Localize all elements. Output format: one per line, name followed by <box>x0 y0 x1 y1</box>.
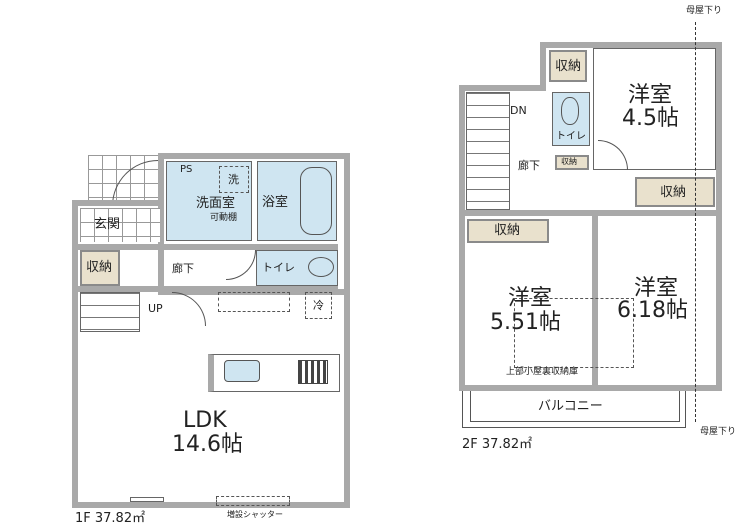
attic-note: 上部小屋裏収納庫 <box>506 367 579 377</box>
hallway-divider <box>78 244 338 250</box>
hallway-divider-bottom <box>78 286 338 292</box>
storage-right-label: 収納 <box>660 185 687 200</box>
storage-small-label: 収納 <box>561 157 577 166</box>
fridge-label: 冷 <box>313 299 324 312</box>
stove-icon <box>298 360 328 384</box>
storage-left <box>467 219 549 243</box>
washer-space <box>219 166 249 193</box>
storage-left-label: 収納 <box>494 223 521 238</box>
roof-note-bottom: 母屋下り <box>700 427 737 437</box>
fridge-space <box>305 292 332 319</box>
shutter-window <box>216 496 290 506</box>
toilet-bowl-icon-2f <box>561 97 579 125</box>
sink-icon <box>224 360 260 382</box>
window-bottom <box>130 497 164 502</box>
ldk-size: 14.6帖 <box>172 432 243 457</box>
floor-2f-label: 2F 37.82㎡ <box>462 437 533 452</box>
balcony-label: バルコニー <box>538 399 603 414</box>
ps-label: PS <box>180 164 193 175</box>
bedroom-6-18-size: 6.18帖 <box>617 298 688 323</box>
toilet-bowl-icon <box>308 257 334 277</box>
stairs-1f <box>80 292 140 332</box>
toilet-2f-label: トイレ <box>556 131 586 142</box>
storage-1f <box>80 250 120 286</box>
bathtub-icon <box>300 167 332 235</box>
dn-label: DN <box>510 104 527 117</box>
storage-right <box>635 177 715 207</box>
attic-storage-outline <box>514 298 634 368</box>
toilet-1f-label: トイレ <box>262 261 295 274</box>
shelf-label: 可動棚 <box>210 213 238 223</box>
stairs-2f <box>466 92 510 210</box>
roof-line <box>695 22 696 422</box>
bathroom-label: 浴室 <box>262 195 289 210</box>
washroom <box>166 161 252 241</box>
ldk-label: LDK <box>183 408 227 433</box>
storage-top <box>549 50 587 82</box>
shutter-note: 増設シャッター <box>227 510 283 519</box>
floor-1f-label: 1F 37.82㎡ <box>75 511 146 526</box>
bedroom-6-18-label: 洋室 <box>634 276 679 301</box>
entrance-label: 玄関 <box>94 217 121 232</box>
bedroom-5-51-label: 洋室 <box>508 286 553 311</box>
storage-small <box>555 155 589 170</box>
bedroom-4-5-size: 4.5帖 <box>622 106 679 131</box>
hallway-1f-label: 廊下 <box>172 262 194 275</box>
porch-tiles <box>88 155 160 205</box>
overhead-cabinet <box>218 292 290 312</box>
hallway-2f-label: 廊下 <box>518 159 540 172</box>
storage-top-label: 収納 <box>555 59 582 74</box>
bedroom-4-5-label: 洋室 <box>628 83 673 108</box>
entrance-tiles <box>80 208 160 242</box>
washer-label: 洗 <box>228 173 239 186</box>
washroom-label: 洗面室 <box>196 196 236 211</box>
bedroom-5-51-size: 5.51帖 <box>490 310 561 335</box>
bedroom-divider <box>592 214 598 386</box>
up-label: UP <box>148 302 163 315</box>
storage-1f-label: 収納 <box>86 260 113 275</box>
hall-floor-divider <box>465 210 717 216</box>
roof-note-top: 母屋下り <box>686 6 723 16</box>
